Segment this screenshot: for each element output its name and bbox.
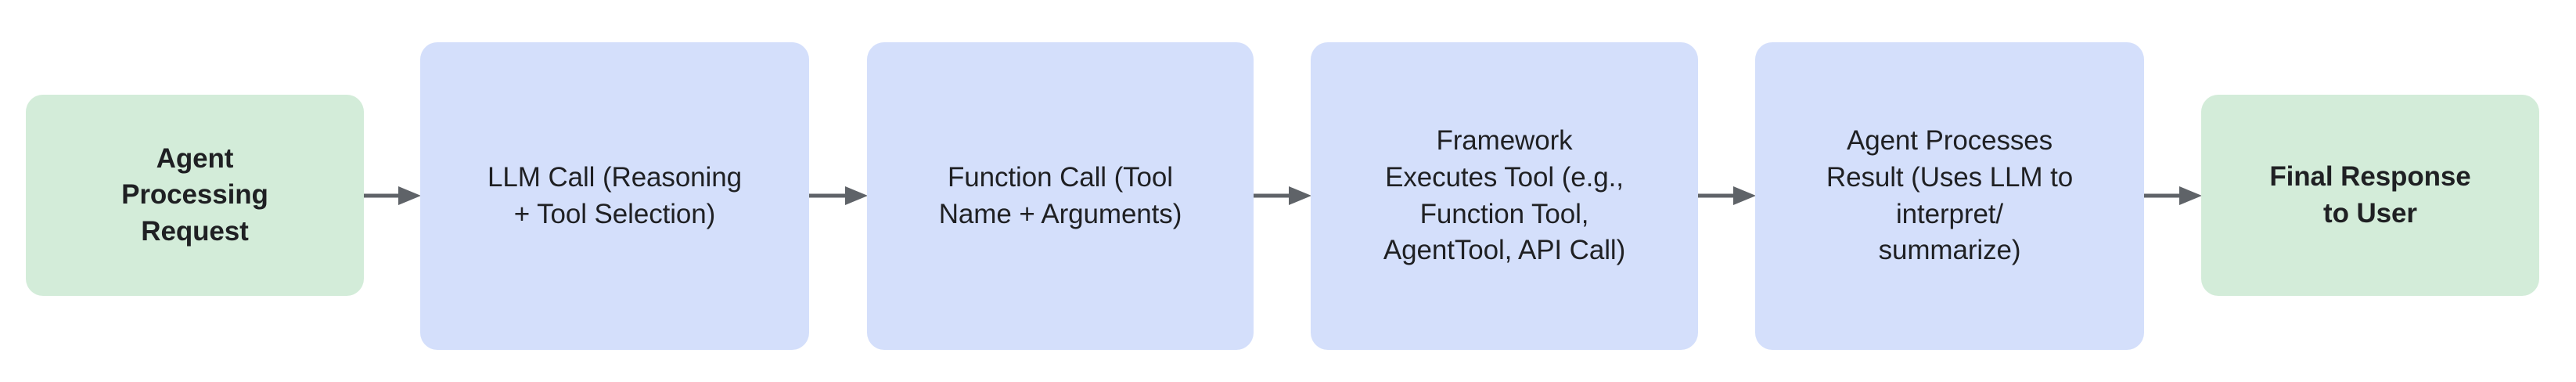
arrow-connector-icon [1698, 186, 1756, 205]
node-label: Final Response to User [2269, 160, 2471, 229]
node-label: Agent Processing Request [121, 142, 268, 247]
node-label: LLM Call (Reasoning + Tool Selection) [487, 161, 742, 229]
node-llm-call[interactable]: LLM Call (Reasoning + Tool Selection) [420, 42, 809, 350]
arrow-connector-icon [2144, 186, 2202, 205]
arrow-connector-icon [809, 186, 868, 205]
node-label: Agent Processes Result (Uses LLM to inte… [1826, 125, 2074, 266]
node-label: Function Call (Tool Name + Arguments) [938, 161, 1182, 229]
arrow-connector-icon [364, 186, 421, 205]
node-framework-executes-tool[interactable]: Framework Executes Tool (e.g., Function … [1311, 42, 1698, 350]
node-agent-processes-result[interactable]: Agent Processes Result (Uses LLM to inte… [1755, 42, 2144, 350]
node-label: Framework Executes Tool (e.g., Function … [1383, 125, 1626, 266]
arrow-connector-icon [1254, 186, 1311, 205]
node-final-response-to-user[interactable]: Final Response to User [2201, 95, 2539, 296]
node-function-call[interactable]: Function Call (Tool Name + Arguments) [867, 42, 1254, 350]
node-agent-processing-request[interactable]: Agent Processing Request [26, 95, 364, 296]
